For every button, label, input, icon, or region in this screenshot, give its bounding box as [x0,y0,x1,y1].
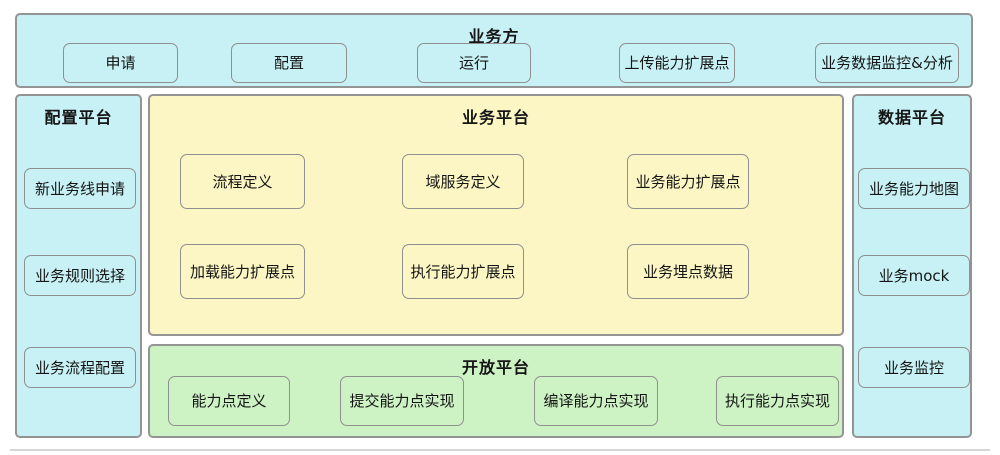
node-apply: 申请 [63,43,178,83]
cutoff-element-edge [10,449,990,451]
node-capability-point-definition: 能力点定义 [168,376,290,426]
node-business-capability-map: 业务能力地图 [858,168,970,209]
node-execute-capability-extension-point: 执行能力扩展点 [402,244,524,299]
node-business-process-configuration: 业务流程配置 [24,347,136,388]
node-load-capability-extension-point: 加载能力扩展点 [180,244,305,299]
panel-business-platform-title: 业务平台 [461,108,530,127]
panel-business-platform: 业务平台 流程定义 域服务定义 业务能力扩展点 加载能力扩展点 执行能力扩展点 … [148,94,844,336]
node-submit-capability-implementation: 提交能力点实现 [340,376,464,426]
node-configure: 配置 [231,43,347,83]
panel-open-platform-title: 开放平台 [461,358,530,377]
node-domain-service-definition: 域服务定义 [402,154,524,209]
node-business-data-monitoring-analysis: 业务数据监控&分析 [815,43,959,83]
panel-data-platform: 数据平台 业务能力地图 业务mock 业务监控 [852,94,972,438]
node-execute-capability-implementation: 执行能力点实现 [716,376,839,426]
node-new-business-line-application: 新业务线申请 [24,168,136,209]
node-business-rule-selection: 业务规则选择 [24,255,136,296]
node-business-capability-extension-point: 业务能力扩展点 [627,154,749,209]
panel-config-platform-title: 配置平台 [44,108,113,127]
panel-open-platform: 开放平台 能力点定义 提交能力点实现 编译能力点实现 执行能力点实现 [148,344,844,438]
node-business-monitoring: 业务监控 [858,347,970,388]
panel-data-platform-title: 数据平台 [877,108,946,127]
panel-business-party: 业务方 申请 配置 运行 上传能力扩展点 业务数据监控&分析 [15,13,973,88]
node-upload-capability-extension-point: 上传能力扩展点 [619,43,735,83]
panel-business-party-title: 业务方 [468,27,520,46]
node-business-tracking-data: 业务埋点数据 [627,244,749,299]
panel-config-platform: 配置平台 新业务线申请 业务规则选择 业务流程配置 [15,94,142,438]
node-compile-capability-implementation: 编译能力点实现 [534,376,658,426]
node-business-mock: 业务mock [858,255,970,296]
node-run: 运行 [417,43,531,83]
node-process-definition: 流程定义 [180,154,305,209]
